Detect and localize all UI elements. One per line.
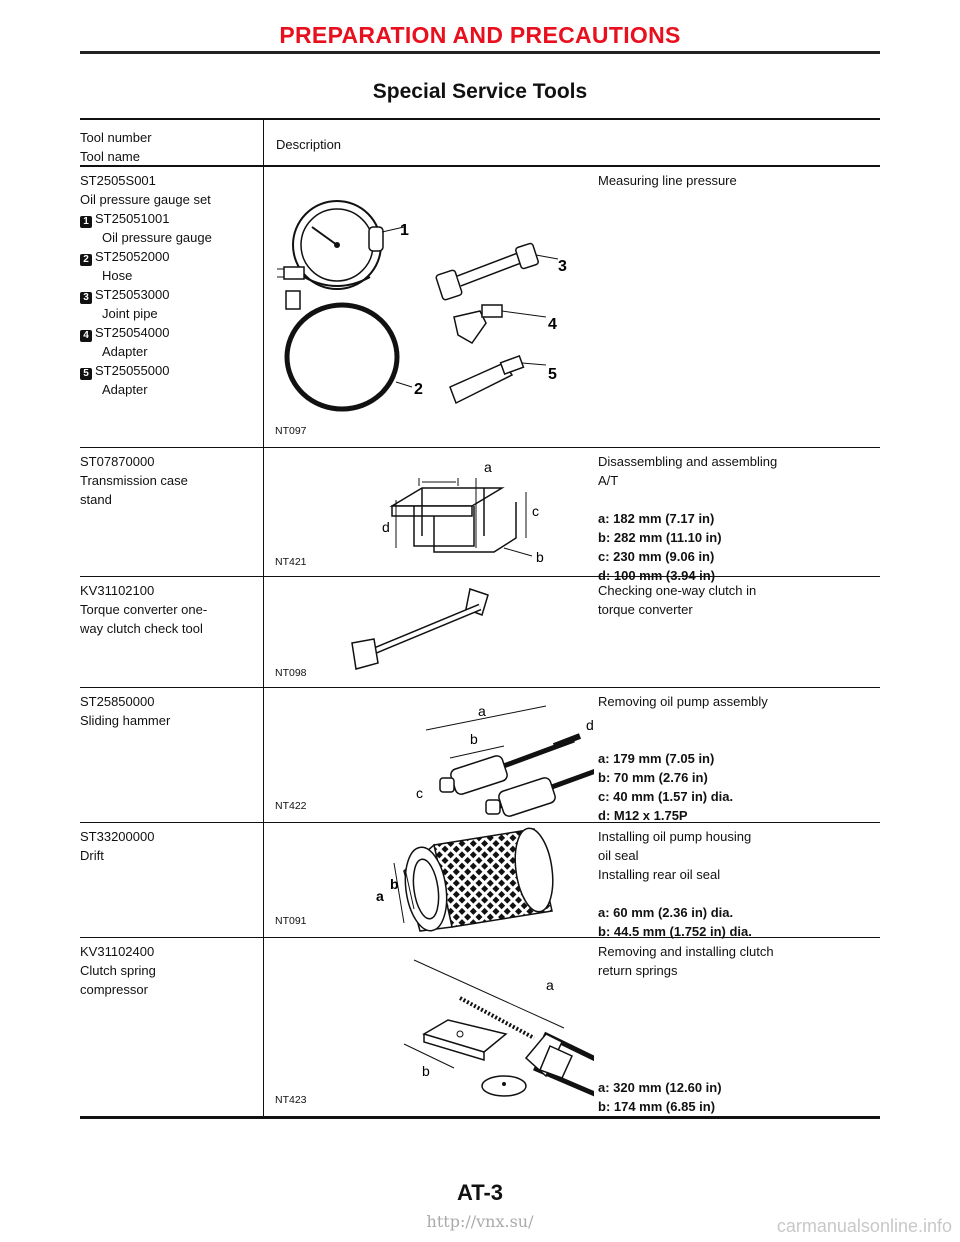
callout-2: 2 — [414, 381, 423, 398]
spec-line: c: 230 mm (9.06 in) — [598, 549, 715, 564]
figure-code: NT091 — [275, 915, 307, 927]
section-header: PREPARATION AND PRECAUTIONS — [279, 22, 681, 48]
header-rule — [80, 51, 880, 54]
transmission-case-stand-illustration: a c b d — [382, 459, 544, 565]
dimension-d: d — [382, 519, 390, 535]
spec-line: b: 70 mm (2.76 in) — [598, 770, 708, 785]
spec-line: a: 60 mm (2.36 in) dia. — [598, 905, 734, 920]
part-name: Hose — [102, 268, 133, 283]
dimension-b: b — [536, 549, 544, 565]
dimension-a: a — [376, 888, 384, 904]
header-description: Description — [276, 137, 342, 152]
figure-code: NT421 — [275, 556, 307, 568]
dimension-b: b — [422, 1063, 430, 1079]
page-number: AT-3 — [456, 1180, 504, 1205]
spec-line: b: 44.5 mm (1.752 in) dia. — [598, 924, 752, 939]
description-line: Checking one-way clutch in — [598, 583, 757, 598]
figure-code: NT423 — [275, 1094, 307, 1106]
source-url[interactable]: http://vnx.su/ — [426, 1212, 534, 1231]
tool-number: ST07870000 — [80, 454, 155, 469]
tool-name: Torque converter one-way clutch check to… — [80, 602, 208, 636]
tool-name: Oil pressure gauge set — [80, 192, 211, 207]
dimension-c: c — [532, 503, 539, 519]
page-title: Special Service Tools — [372, 80, 588, 103]
description-line: Measuring line pressure — [598, 173, 737, 188]
callout-5: 5 — [548, 366, 557, 383]
tool-number: KV31102100 — [80, 583, 155, 598]
description-line: Installing oil pump housing — [598, 829, 752, 844]
table-row: ST25850000 Sliding hammer a b d c NT422 … — [80, 687, 880, 823]
table-row: ST33200000 Drift a b NT091 Installing oi… — [80, 822, 880, 939]
clutch-spring-compressor-illustration: a b — [403, 959, 594, 1097]
tool-name: Sliding hammer — [80, 713, 171, 728]
callout-1: 1 — [400, 222, 409, 239]
figure-code: NT098 — [275, 667, 307, 679]
callout-4: 4 — [548, 316, 557, 333]
part-number-badge: 1 — [80, 216, 92, 228]
spec-line: d: 100 mm (3.94 in) — [598, 568, 716, 583]
spec-line: c: 40 mm (1.57 in) dia. — [598, 789, 734, 804]
description-line: Removing and installing clutch — [598, 944, 774, 959]
spec-line: b: 282 mm (11.10 in) — [598, 530, 722, 545]
tool-name: Drift — [80, 848, 104, 863]
table-row: ST07870000 Transmission case stand a c b… — [80, 447, 880, 583]
one-way-clutch-check-tool-illustration — [351, 588, 489, 670]
tools-table: Tool number Tool name Description ST2505… — [80, 118, 880, 1119]
table-row: KV31102100 Torque converter one-way clut… — [80, 576, 880, 687]
spec-line: d: M12 x 1.75P — [598, 808, 688, 823]
dimension-a: a — [478, 703, 486, 719]
callout-3: 3 — [558, 258, 567, 275]
description-line: return springs — [598, 963, 678, 978]
spec-line: a: 320 mm (12.60 in) — [598, 1080, 722, 1095]
tool-number: ST25850000 — [80, 694, 155, 709]
spec-line: a: 182 mm (7.17 in) — [598, 511, 715, 526]
header-tool-name: Tool name — [80, 149, 140, 164]
tool-number: ST2505S001 — [80, 173, 156, 188]
tool-name: Clutch spring compressor — [80, 963, 156, 997]
description-line: A/T — [598, 473, 619, 488]
table-header: Tool number Tool name Description — [80, 118, 880, 165]
dimension-a: a — [546, 977, 554, 993]
description-line: Disassembling and assembling — [598, 454, 778, 469]
tool-number: KV31102400 — [80, 944, 155, 959]
description-line: oil seal — [598, 848, 639, 863]
part-number-badge: 4 — [80, 330, 92, 342]
dimension-d: d — [586, 717, 594, 733]
description-line: Installing rear oil seal — [598, 867, 721, 882]
sliding-hammer-illustration: a b d c — [416, 703, 594, 817]
table-row: KV31102400 Clutch spring compressor a b … — [80, 937, 880, 1119]
part-name: Joint pipe — [102, 306, 158, 321]
tool-name: Transmission case stand — [80, 473, 188, 507]
figure-code: NT422 — [275, 800, 307, 812]
part-name: Adapter — [102, 344, 148, 359]
part-name: Adapter — [102, 382, 148, 397]
dimension-b: b — [390, 876, 399, 892]
tool-number: ST33200000 — [80, 829, 155, 844]
watermark: carmanualsonline.info — [776, 1216, 952, 1236]
dimension-b: b — [470, 731, 478, 747]
header-tool-number: Tool number — [80, 130, 152, 145]
part-number-badge: 5 — [80, 368, 92, 380]
drift-illustration: a b — [376, 827, 554, 932]
part-number-badge: 2 — [80, 254, 92, 266]
part-number-badge: 3 — [80, 292, 92, 304]
description-line: torque converter — [598, 602, 693, 617]
spec-line: a: 179 mm (7.05 in) — [598, 751, 715, 766]
figure-code: NT097 — [275, 425, 307, 437]
description-line: Removing oil pump assembly — [598, 694, 768, 709]
oil-pressure-gauge-set-illustration: 1 2 3 4 5 — [277, 200, 567, 412]
part-name: Oil pressure gauge — [102, 230, 212, 245]
spec-line: b: 174 mm (6.85 in) — [598, 1099, 716, 1114]
dimension-a: a — [484, 459, 492, 475]
dimension-c: c — [416, 785, 423, 801]
